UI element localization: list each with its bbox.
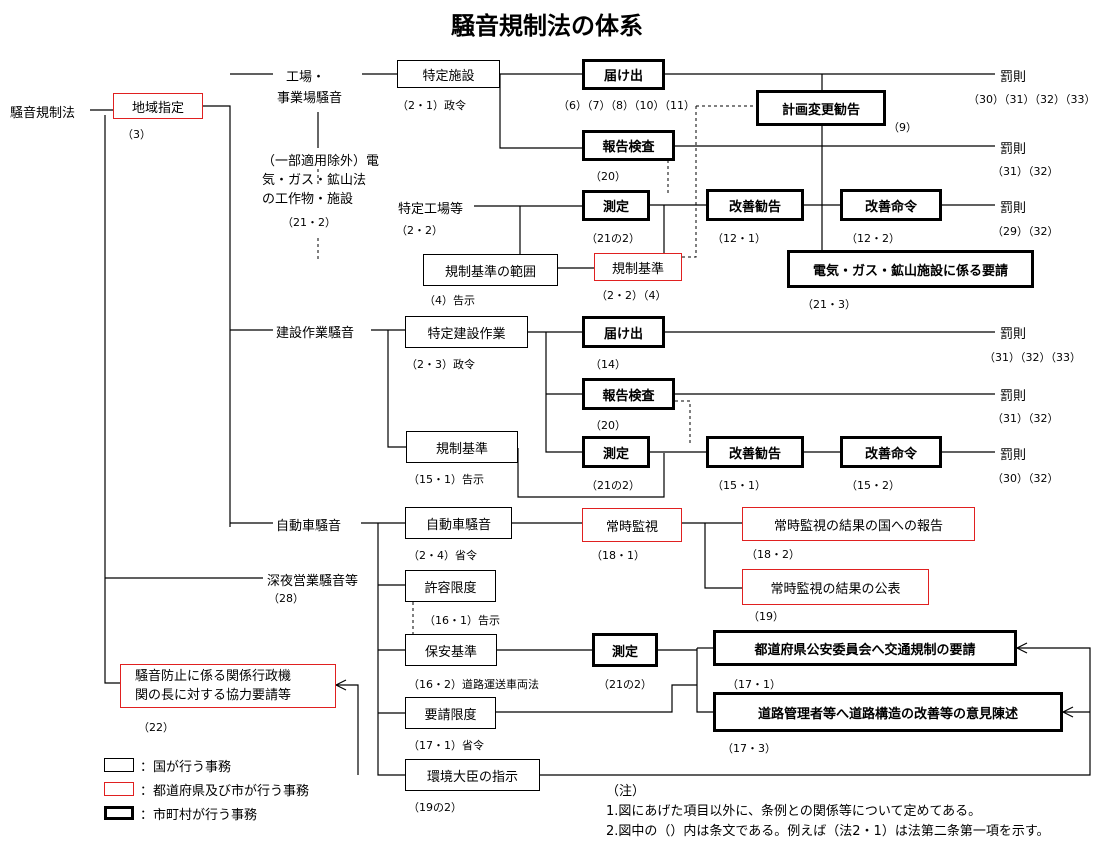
monitoring-publish-ref: （19） xyxy=(748,610,784,623)
exclusion-line-1: （一部適用除外）電 xyxy=(262,154,380,169)
factory-penalty-1-ref: （30）（31）（32）（33） xyxy=(968,93,1094,106)
specified-plant-ref: （2・2） xyxy=(396,224,443,237)
note-2: 2.図中の（）内は条文である。例えば（法2・1）は法第二条第一項を示す。 xyxy=(606,824,1050,839)
tolerance-limit-ref: （16・1）告示 xyxy=(424,614,500,627)
monitoring-report-ref: （18・2） xyxy=(746,548,800,561)
environment-minister-directive-box: 環境大臣の指示 xyxy=(405,759,540,791)
exclusion-line-2: 気・ガス・鉱山法 xyxy=(262,173,367,188)
construction-penalty-3: 罰則 xyxy=(1000,448,1027,463)
factory-standard-box: 規制基準 xyxy=(594,253,682,281)
area-designation-ref: （3） xyxy=(122,128,151,141)
factory-improvement-advice-box: 改善勧告 xyxy=(706,189,804,221)
continuous-monitoring-ref: （18・1） xyxy=(591,549,645,562)
construction-improvement-advice-ref: （15・1） xyxy=(712,479,766,492)
construction-penalty-2: 罰則 xyxy=(1000,389,1027,404)
exclusion-note: （一部適用除外）電 気・ガス・鉱山法 の工作物・施設 xyxy=(262,152,379,209)
factory-measurement-box: 測定 xyxy=(582,190,650,221)
continuous-monitoring-box: 常時監視 xyxy=(582,508,682,542)
construction-notification-box: 届け出 xyxy=(582,316,665,348)
cooperation-line-2: 関の長に対する協力要請等 xyxy=(135,688,292,703)
factory-penalty-3-ref: （29）（32） xyxy=(992,225,1059,238)
factory-measurement-ref: （21の2） xyxy=(586,232,640,245)
factory-penalty-2: 罰則 xyxy=(1000,142,1027,157)
construction-inspection-ref: （20） xyxy=(590,419,626,432)
traffic-regulation-request-ref: （17・1） xyxy=(727,678,781,691)
factory-improvement-order-box: 改善命令 xyxy=(840,189,942,221)
cooperation-line-1: 騒音防止に係る関係行政機 xyxy=(135,669,292,684)
standard-range-box: 規制基準の範囲 xyxy=(423,254,558,286)
utility-request-ref: （21・3） xyxy=(802,298,856,311)
factory-notification-ref: （6）（7）（8）（10）（11） xyxy=(558,99,695,112)
legend-prefecture-swatch xyxy=(104,782,134,796)
legend-national-swatch xyxy=(104,758,134,772)
factory-penalty-2-ref: （31）（32） xyxy=(992,165,1059,178)
page-title: 騒音規制法の体系 xyxy=(451,12,643,40)
night-noise-label: 深夜営業騒音等 xyxy=(267,574,359,589)
specified-facility-ref: （2・1）政令 xyxy=(397,99,466,112)
tolerance-limit-box: 許容限度 xyxy=(405,570,496,602)
construction-measurement-box: 測定 xyxy=(582,436,650,468)
construction-inspection-box: 報告検査 xyxy=(582,378,675,410)
factory-inspection-ref: （20） xyxy=(590,170,626,183)
construction-measurement-ref: （21の2） xyxy=(586,479,640,492)
construction-penalty-1: 罰則 xyxy=(1000,327,1027,342)
legend-prefecture-label: ：都道府県及び市が行う事務 xyxy=(140,784,310,799)
safety-standard-ref: （16・2）道路運送車両法 xyxy=(408,678,539,691)
root-label: 騒音規制法 xyxy=(10,106,76,121)
environment-minister-directive-ref: （19の2） xyxy=(408,801,462,814)
notes-heading: （注） xyxy=(606,784,646,799)
exclusion-line-3: の工作物・施設 xyxy=(262,192,354,207)
road-improvement-opinion-ref: （17・3） xyxy=(722,742,776,755)
utility-request-box: 電気・ガス・鉱山施設に係る要請 xyxy=(787,250,1034,288)
factory-standard-ref: （2・2）（4） xyxy=(596,289,667,302)
legend-national-label: ：国が行う事務 xyxy=(140,760,232,775)
cooperation-request-box: 騒音防止に係る関係行政機 関の長に対する協力要請等 xyxy=(120,664,336,708)
factory-penalty-3: 罰則 xyxy=(1000,201,1027,216)
plan-change-advice-box: 計画変更勧告 xyxy=(756,90,886,126)
factory-penalty-1: 罰則 xyxy=(1000,70,1027,85)
request-limit-box: 要請限度 xyxy=(405,697,496,729)
legend-municipality-label: ：市町村が行う事務 xyxy=(140,808,258,823)
area-designation-box: 地域指定 xyxy=(113,93,203,119)
exclusion-ref: （21・2） xyxy=(282,216,336,229)
construction-improvement-order-box: 改善命令 xyxy=(840,436,942,468)
request-limit-ref: （17・1）省令 xyxy=(408,739,484,752)
vehicle-measurement-ref: （21の2） xyxy=(598,678,652,691)
safety-standard-box: 保安基準 xyxy=(405,634,497,666)
construction-penalty-3-ref: （30）（32） xyxy=(992,472,1059,485)
monitoring-publish-box: 常時監視の結果の公表 xyxy=(742,569,929,605)
note-1: 1.図にあげた項目以外に、条例との関係等について定めてある。 xyxy=(606,804,982,819)
construction-penalty-1-ref: （31）（32）（33） xyxy=(984,351,1081,364)
monitoring-report-box: 常時監視の結果の国への報告 xyxy=(742,507,975,541)
construction-noise-label: 建設作業騒音 xyxy=(276,326,355,341)
specified-facility-box: 特定施設 xyxy=(397,60,500,88)
road-improvement-opinion-box: 道路管理者等へ道路構造の改善等の意見陳述 xyxy=(713,692,1063,732)
construction-improvement-advice-box: 改善勧告 xyxy=(706,436,804,468)
factory-notification-box: 届け出 xyxy=(582,59,665,90)
construction-notification-ref: （14） xyxy=(590,358,626,371)
specified-plant-label: 特定工場等 xyxy=(398,202,464,217)
construction-standard-ref: （15・1）告示 xyxy=(408,473,484,486)
specified-construction-box: 特定建設作業 xyxy=(405,316,528,348)
construction-penalty-2-ref: （31）（32） xyxy=(992,412,1059,425)
factory-noise-label-2: 事業場騒音 xyxy=(277,91,343,106)
construction-improvement-order-ref: （15・2） xyxy=(846,479,900,492)
factory-improvement-order-ref: （12・2） xyxy=(846,232,900,245)
traffic-regulation-request-box: 都道府県公安委員会へ交通規制の要請 xyxy=(713,630,1017,666)
standard-range-ref: （4）告示 xyxy=(424,294,475,307)
specified-construction-ref: （2・3）政令 xyxy=(406,358,475,371)
vehicle-noise-box: 自動車騒音 xyxy=(405,507,512,539)
legend-municipality-swatch xyxy=(104,806,134,820)
construction-standard-box: 規制基準 xyxy=(406,431,518,463)
vehicle-measurement-box: 測定 xyxy=(592,633,658,667)
factory-inspection-box: 報告検査 xyxy=(582,130,675,161)
factory-noise-label-1: 工場・ xyxy=(286,70,326,85)
factory-improvement-advice-ref: （12・1） xyxy=(712,232,766,245)
vehicle-noise-label: 自動車騒音 xyxy=(276,519,342,534)
vehicle-noise-ref: （2・4）省令 xyxy=(408,549,477,562)
night-noise-ref: （28） xyxy=(268,592,304,605)
plan-change-advice-ref: （9） xyxy=(888,121,917,134)
cooperation-request-ref: （22） xyxy=(138,721,174,734)
